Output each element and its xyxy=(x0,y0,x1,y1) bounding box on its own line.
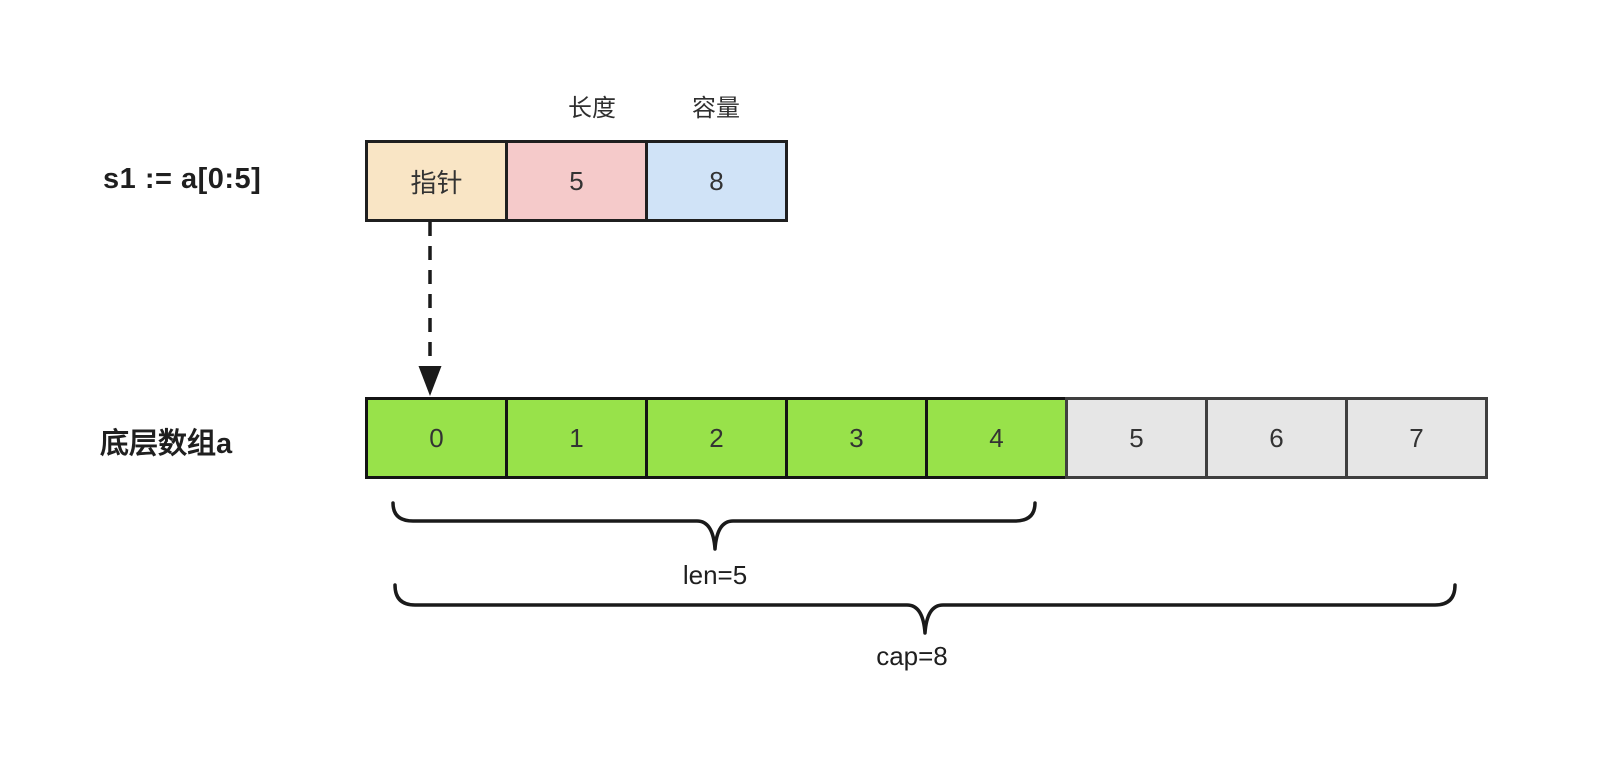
array-cell-3: 3 xyxy=(785,397,928,479)
capacity-header-label: 容量 xyxy=(692,95,740,122)
pointer-arrowhead-icon xyxy=(418,366,442,396)
array-cell-5: 5 xyxy=(1065,397,1208,479)
array-cell-7: 7 xyxy=(1345,397,1488,479)
slice-struct: 指针 5 8 xyxy=(365,140,788,222)
array-cell-1: 1 xyxy=(505,397,648,479)
struct-cell-pointer: 指针 xyxy=(365,140,508,222)
array-cell-4: 4 xyxy=(925,397,1068,479)
struct-cell-length: 5 xyxy=(505,140,648,222)
len-underbrace xyxy=(391,501,1037,551)
cap-underbrace xyxy=(393,583,1457,635)
cap-annotation-label: cap=8 xyxy=(876,641,948,671)
struct-cell-capacity: 8 xyxy=(645,140,788,222)
underlying-array: 0 1 2 3 4 5 6 7 xyxy=(365,397,1488,479)
slice-expression-label: s1 := a[0:5] xyxy=(103,163,262,195)
array-cell-0: 0 xyxy=(365,397,508,479)
array-cell-2: 2 xyxy=(645,397,788,479)
len-annotation-label: len=5 xyxy=(682,560,748,590)
underlying-array-label: 底层数组a xyxy=(100,428,233,460)
array-cell-6: 6 xyxy=(1205,397,1348,479)
length-header-label: 长度 xyxy=(568,95,616,122)
